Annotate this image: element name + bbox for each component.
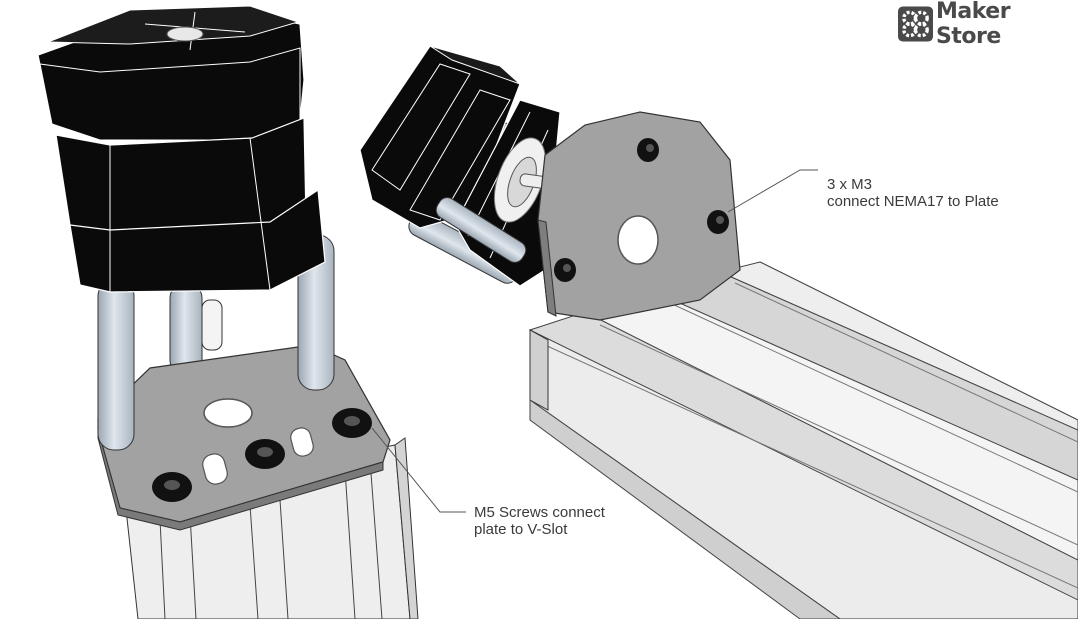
left-rear-standoffs — [169, 283, 223, 375]
right-front-standoffs — [435, 197, 527, 263]
m5-screws-callout: M5 Screws connect plate to V-Slot — [474, 504, 605, 538]
callout-leader-lines — [371, 169, 818, 513]
right-motor-plate — [537, 111, 741, 321]
m5-screw — [332, 408, 372, 438]
m3-screws-callout: 3 x M3 connect NEMA17 to Plate — [827, 176, 999, 210]
right-vslot-extrusion — [528, 261, 1078, 619]
maker-store-logo: Maker Store — [898, 0, 1078, 49]
m3-callout-line1: 3 x M3 — [827, 176, 873, 193]
m5-callout-line2: plate to V-Slot — [474, 521, 568, 538]
gear-cluster-icon — [898, 6, 934, 42]
m5-callout-line1: M5 Screws connect — [474, 504, 605, 521]
brand-name: Maker Store — [936, 0, 1011, 49]
m3-screw — [554, 258, 576, 282]
left-nema17-motor — [37, 5, 326, 293]
m3-screw — [637, 138, 659, 162]
m5-screw — [152, 472, 192, 502]
m3-callout-line2: connect NEMA17 to Plate — [827, 193, 999, 210]
m3-screw — [707, 210, 729, 234]
m5-screw — [245, 439, 285, 469]
